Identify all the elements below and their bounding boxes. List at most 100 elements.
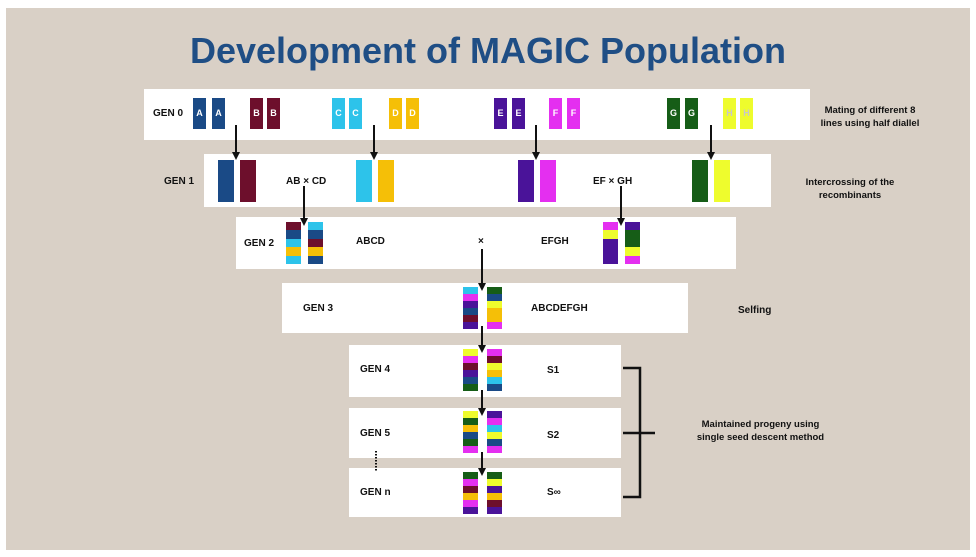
gen4-chrom-2 (487, 349, 502, 391)
genn-chrom-2 (487, 472, 502, 514)
gen1-block-h (714, 160, 730, 202)
chromosome-segment (308, 230, 323, 239)
gen1-block-g (692, 160, 708, 202)
gen5-chrom-1 (463, 411, 478, 453)
chromosome-segment (625, 238, 640, 248)
gen1-panel (204, 154, 771, 207)
chromosome-segment (286, 247, 301, 256)
chromosome-segment (463, 411, 478, 418)
parent-line-g-1: G (667, 98, 680, 129)
gen1-block-c (356, 160, 372, 202)
parent-line-h-1: H (723, 98, 736, 129)
gen3-label: GEN 3 (303, 303, 334, 314)
gen3-name: ABCDEFGH (531, 303, 588, 314)
chromosome-segment (487, 308, 502, 315)
chromosome-segment (487, 432, 502, 439)
chromosome-segment (487, 507, 502, 514)
gen0-note-line1: Mating of different 8 (824, 105, 916, 116)
chromosome-segment (463, 308, 478, 315)
gen1-note-line1: Intercrossing of the (805, 177, 895, 188)
chromosome-segment (487, 500, 502, 507)
chromosome-segment (487, 322, 502, 329)
chromosome-segment (487, 472, 502, 479)
chromosome-segment (487, 315, 502, 322)
parent-line-b-2: B (267, 98, 280, 129)
chromosome-segment (487, 377, 502, 384)
chromosome-segment (487, 349, 502, 356)
gen1-label: GEN 1 (164, 176, 195, 187)
chromosome-segment (286, 222, 301, 231)
chromosome-segment (487, 439, 502, 446)
parent-line-b-1: B (250, 98, 263, 129)
chromosome-segment (603, 247, 618, 256)
chromosome-segment (286, 255, 301, 264)
progeny-bracket (623, 366, 655, 499)
chromosome-segment (487, 493, 502, 500)
chromosome-segment (625, 222, 640, 231)
chromosome-segment (625, 255, 640, 264)
chromosome-segment (603, 222, 618, 231)
chromosome-segment (603, 238, 618, 248)
chromosome-segment (463, 322, 478, 329)
chromosome-segment (463, 439, 478, 446)
chromosome-segment (487, 384, 502, 391)
chromosome-segment (487, 479, 502, 486)
chromosome-segment (625, 247, 640, 256)
gen2-right-name: EFGH (541, 236, 569, 247)
parent-line-d-2: D (406, 98, 419, 129)
gen4-name: S1 (547, 365, 560, 376)
chromosome-segment (603, 230, 618, 239)
chromosome-segment (463, 301, 478, 308)
chromosome-segment (463, 432, 478, 439)
bracket-note-line1: Maintained progeny using (701, 419, 820, 430)
chromosome-segment (308, 222, 323, 231)
gen1-block-f (540, 160, 556, 202)
gen2-efgh-chrom-1 (603, 222, 618, 264)
chromosome-segment (463, 315, 478, 322)
chromosome-segment (487, 294, 502, 301)
chromosome-segment (463, 479, 478, 486)
chromosome-segment (286, 230, 301, 239)
gen1-note: Intercrossing of the recombinants (790, 176, 910, 202)
chromosome-segment (308, 255, 323, 264)
gen1-block-b (240, 160, 256, 202)
parent-line-c-1: C (332, 98, 345, 129)
parent-line-h-2: H (740, 98, 753, 129)
gen2-efgh-chrom-2 (625, 222, 640, 264)
chromosome-segment (463, 356, 478, 363)
chromosome-segment (463, 507, 478, 514)
chromosome-segment (308, 247, 323, 256)
chromosome-segment (487, 287, 502, 294)
gen5-label: GEN 5 (360, 428, 391, 439)
gen3-chrom-1 (463, 287, 478, 329)
gen0-note-line2: lines using half diallel (820, 118, 920, 129)
chromosome-segment (625, 230, 640, 239)
chromosome-segment (487, 425, 502, 432)
gen2-cross: × (478, 236, 484, 247)
chromosome-segment (487, 370, 502, 377)
chromosome-segment (463, 363, 478, 370)
parent-line-f-1: F (549, 98, 562, 129)
chromosome-segment (487, 363, 502, 370)
bracket-note-line2: single seed descent method (696, 432, 825, 443)
gen1-cross-left: AB × CD (286, 176, 327, 187)
chromosome-segment (487, 411, 502, 418)
gen4-panel (349, 345, 621, 397)
gen4-chrom-1 (463, 349, 478, 391)
parent-line-e-1: E (494, 98, 507, 129)
gen0-label: GEN 0 (153, 108, 184, 119)
chromosome-segment (463, 418, 478, 425)
genn-name: S∞ (547, 487, 561, 498)
chromosome-segment (463, 370, 478, 377)
gen1-cross-right: EF × GH (593, 176, 633, 187)
chromosome-segment (487, 356, 502, 363)
chromosome-segment (487, 486, 502, 493)
gen3-panel (282, 283, 688, 333)
genn-panel (349, 468, 621, 517)
chromosome-segment (463, 287, 478, 294)
gen2-abcd-chrom-1 (286, 222, 301, 264)
chromosome-segment (463, 446, 478, 453)
chromosome-segment (487, 446, 502, 453)
